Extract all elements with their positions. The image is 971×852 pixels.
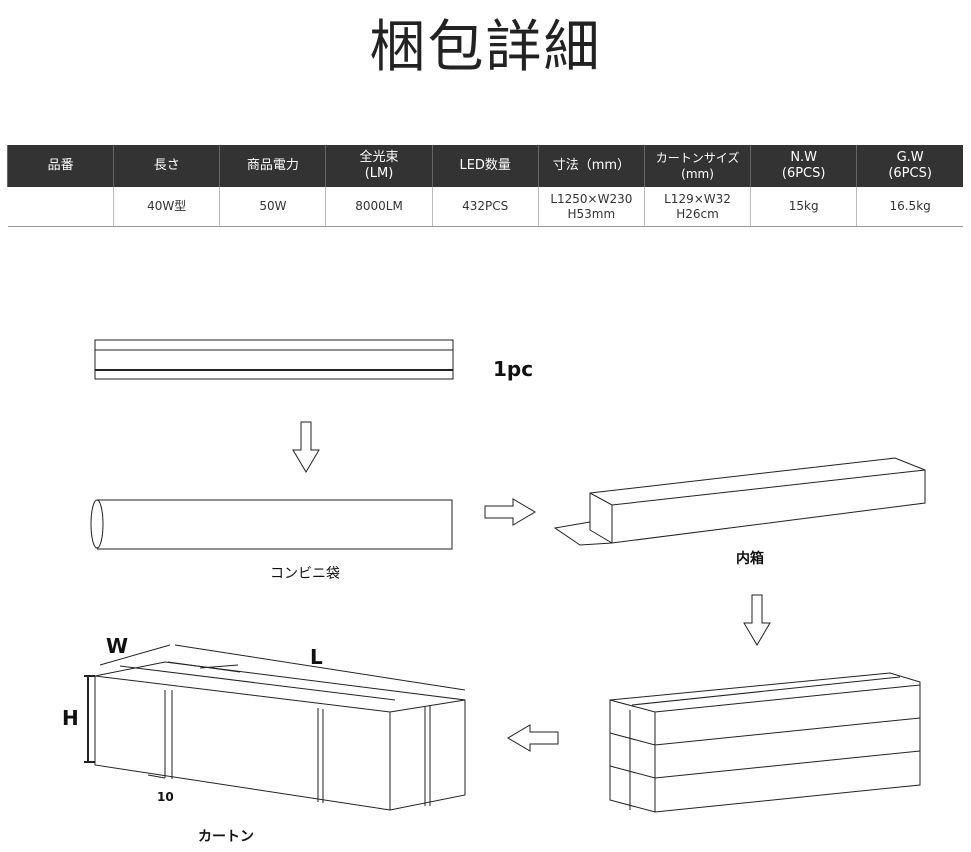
inner-box-drawing xyxy=(553,457,926,546)
table-header-row: 品番 長さ 商品電力 全光束 (LM) LED数量 寸法（mm） カートンサイズ… xyxy=(6,145,963,187)
table-row: 40W型 50W 8000LM 432PCS L1250×W230 H53mm … xyxy=(7,187,963,227)
carton-drawing xyxy=(84,644,466,811)
header-cell: 品番 xyxy=(6,145,114,187)
table-cell xyxy=(7,187,114,227)
height-label: H xyxy=(62,706,79,730)
header-cell: N.W (6PCS) xyxy=(750,145,857,187)
bag-drawing xyxy=(90,499,453,550)
table-cell: 15kg xyxy=(750,187,857,227)
page-title: 梱包詳細 xyxy=(369,15,602,80)
header-cell: カートンサイズ (mm) xyxy=(643,145,751,187)
table-cell: 40W型 xyxy=(113,187,220,227)
header-cell: 寸法（mm） xyxy=(537,145,645,187)
header-cell: 長さ xyxy=(113,145,220,187)
table-cell: 432PCS xyxy=(431,187,539,227)
packing-spec-table: 品番 長さ 商品電力 全光束 (LM) LED数量 寸法（mm） カートンサイズ… xyxy=(6,145,963,227)
arrow-down-icon xyxy=(292,421,320,473)
table-cell: 8000LM xyxy=(325,187,433,227)
inner-box-label: 内箱 xyxy=(736,551,764,567)
one-pc-label: 1pc xyxy=(493,357,534,381)
header-cell: LED数量 xyxy=(431,145,539,187)
bag-label: コンビニ袋 xyxy=(270,566,340,582)
header-cell: G.W (6PCS) xyxy=(856,145,963,187)
light-fixture-drawing xyxy=(94,339,454,380)
gap-label: 10 xyxy=(157,790,174,804)
width-label: W xyxy=(106,634,129,658)
carton-label: カートン xyxy=(198,829,254,845)
header-cell: 商品電力 xyxy=(219,145,326,187)
stacked-boxes-drawing xyxy=(609,672,921,813)
table-cell: L129×W32 H26cm xyxy=(643,187,751,227)
length-label: L xyxy=(310,645,323,669)
arrow-down-icon xyxy=(743,594,771,646)
arrow-right-icon xyxy=(484,498,536,526)
header-cell: 全光束 (LM) xyxy=(325,145,433,187)
table-cell: L1250×W230 H53mm xyxy=(537,187,645,227)
table-cell: 50W xyxy=(219,187,326,227)
table-cell: 16.5kg xyxy=(856,187,963,227)
arrow-left-icon xyxy=(507,724,559,752)
